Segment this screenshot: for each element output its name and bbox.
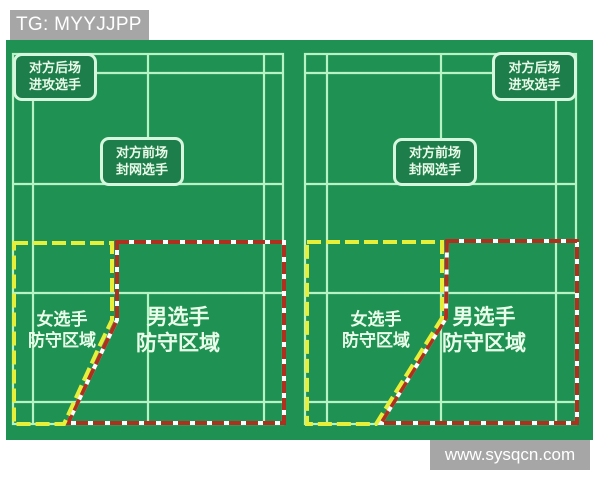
right-male-zone-label: 男选手 防守区域: [434, 304, 534, 357]
label-line-2: 进攻选手: [508, 77, 561, 93]
right-opponent-back-label: 对方后场 进攻选手: [492, 52, 577, 101]
watermark-bottom: www.sysqcn.com: [430, 440, 590, 470]
label-line-2: 防守区域: [28, 331, 96, 352]
left-court-lines: [11, 52, 285, 426]
label-line-2: 防守区域: [136, 331, 220, 356]
label-line-2: 防守区域: [342, 331, 410, 352]
label-line-2: 进攻选手: [28, 78, 81, 93]
label-line-1: 男选手: [146, 305, 210, 329]
left-male-zone-label: 男选手 防守区域: [128, 304, 228, 357]
label-line-1: 男选手: [452, 305, 516, 329]
watermark-top: TG: MYYJJPP: [10, 10, 149, 40]
left-female-zone-label: 女选手 防守区域: [22, 310, 102, 353]
left-opponent-front-label: 对方前场 封网选手: [100, 137, 184, 186]
left-male-zone-border: [64, 240, 286, 425]
label-line-1: 对方前场: [408, 146, 461, 161]
label-line-1: 对方后场: [508, 60, 561, 76]
label-line-2: 防守区域: [442, 331, 526, 356]
right-female-zone-border: [305, 240, 444, 426]
label-line-2: 封网选手: [115, 162, 168, 178]
label-line-1: 对方前场: [115, 145, 168, 161]
right-female-zone-label: 女选手 防守区域: [336, 310, 416, 353]
label-line-2: 封网选手: [408, 163, 461, 178]
left-female-zone-border: [12, 241, 114, 426]
label-line-1: 女选手: [350, 310, 402, 330]
left-opponent-back-label: 对方后场 进攻选手: [13, 53, 97, 101]
right-male-zone-border: [377, 239, 579, 425]
label-line-1: 对方后场: [28, 61, 81, 76]
right-opponent-front-label: 对方前场 封网选手: [393, 138, 477, 186]
label-line-1: 女选手: [36, 310, 88, 330]
